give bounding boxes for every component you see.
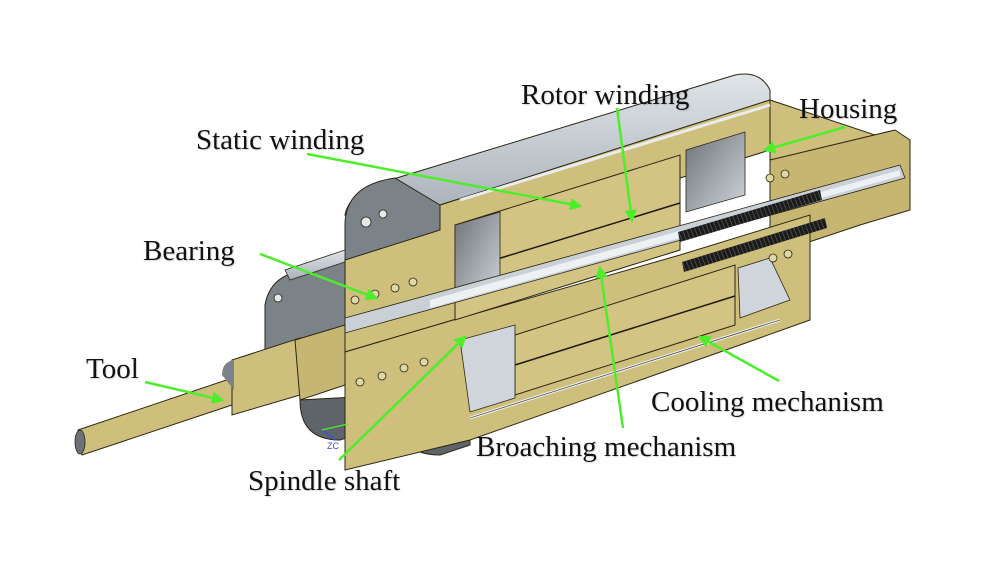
arrow-rotor-winding	[615, 107, 637, 223]
spindle-shaft-core	[344, 164, 906, 334]
label-spindle-shaft: Spindle shaft	[248, 465, 401, 497]
arrow-static-winding	[306, 152, 583, 211]
label-housing: Housing	[799, 93, 898, 125]
arrow-bearing	[259, 252, 379, 301]
label-tool: Tool	[86, 353, 139, 385]
arrow-spindle-shaft	[338, 335, 467, 461]
label-broaching-mechanism: Broaching mechanism	[476, 431, 737, 463]
leader-arrows	[144, 107, 846, 461]
axis-tag-zc: ZC	[327, 441, 339, 451]
tool-bit	[74, 324, 346, 456]
arrow-cooling-mechanism	[697, 335, 780, 383]
coordinate-axis-marker	[321, 423, 349, 441]
label-static-winding: Static winding	[196, 124, 365, 156]
label-rotor-winding: Rotor winding	[521, 79, 690, 111]
arrow-broaching-mechanism	[595, 265, 625, 429]
arrow-housing	[762, 125, 846, 154]
label-bearing: Bearing	[143, 235, 235, 267]
label-cooling-mechanism: Cooling mechanism	[651, 386, 884, 418]
arrow-tool	[144, 380, 225, 404]
